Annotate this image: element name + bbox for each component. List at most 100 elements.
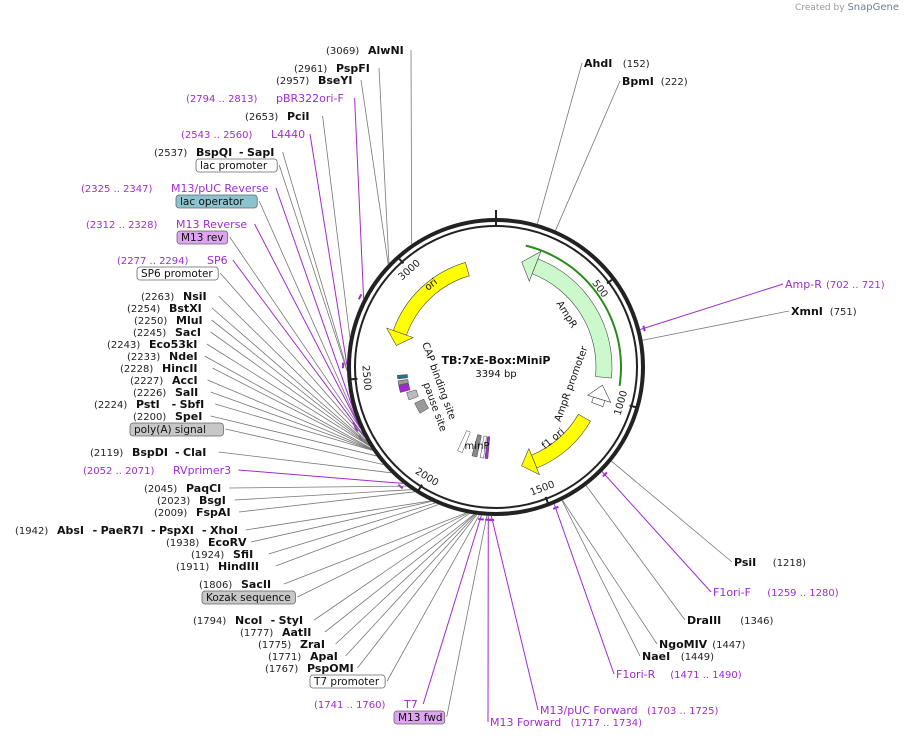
label-alwni[interactable]: (3069)AlwNI [326,44,404,57]
label-m13-forward[interactable]: M13 Forward(1717 .. 1734) [490,716,642,729]
small-feature-1 [397,379,409,386]
label-sp6-promoter[interactable]: SP6 promoter [136,266,219,281]
leader-line [219,272,365,438]
small-feature-3 [406,389,419,401]
leader-line [553,503,615,675]
label-bspqi[interactable]: (2537)BspQI-SapI [154,146,274,159]
label-pcii[interactable]: (2653)PciI [245,110,309,123]
label-ndei[interactable]: (2233)NdeI [127,350,198,363]
leader-line [218,295,368,442]
feature-box [393,710,446,725]
label-l4440[interactable]: (2543 .. 2560)L4440 [181,128,305,141]
label-pspfi[interactable]: (2961)PspFI [294,62,370,75]
label-m13-puc-forward[interactable]: M13/pUC Forward(1703 .. 1725) [540,704,719,717]
label-nsii[interactable]: (2263)NsiI [141,290,207,303]
leader-line [313,513,470,621]
label-t7[interactable]: (1741 .. 1760)T7 [314,698,418,711]
label-lac-promoter[interactable]: lac promoter [195,158,278,173]
site-pos: (152) [623,59,650,70]
label-pspomi[interactable]: (1767)PspOMI [265,662,354,675]
label-apai[interactable]: (1771)ApaI [268,650,338,663]
label-hindiii[interactable]: (1911)HindIII [176,560,259,573]
leader-line [354,97,365,299]
leader-line [234,489,412,501]
label-rvprimer3[interactable]: (2052 .. 2071)RVprimer3 [83,464,231,477]
site-pos: (1938) [166,538,199,549]
label-eco53ki[interactable]: (2243)Eco53kI [107,338,197,351]
label-fspai[interactable]: (2009)FspAI [154,506,231,519]
leader-line [357,514,478,669]
label-hincii[interactable]: (2228)HincII [120,362,198,375]
label-amp-r[interactable]: Amp-R(702 .. 721) [785,278,885,291]
primer-name: RVprimer3 [173,464,231,477]
site-name: SalI [175,386,198,399]
label-psti[interactable]: (2224)PstI-SbfI [94,398,204,411]
label-sacii[interactable]: (1806)SacII [199,578,271,591]
label-psii[interactable]: PsiI(1218) [734,556,806,569]
label-bstxi[interactable]: (2254)BstXI [127,302,202,315]
leader-line [258,200,361,428]
leader-line [232,259,365,437]
label-ngomiv[interactable]: NgoMIV(1447) [659,638,746,651]
label-bspdi[interactable]: (2119)BspDI-ClaI [90,446,206,459]
label-ecorv[interactable]: (1938)EcoRV [166,536,247,549]
label-aatii[interactable]: (1777)AatII [240,626,311,639]
site-name: HindIII [218,560,259,573]
site-name: NaeI [642,650,670,663]
site-name: PaqCI [186,482,221,495]
site-pos: (1942) [15,526,48,537]
label-naei[interactable]: NaeI(1449) [642,650,714,663]
label-ahdi[interactable]: AhdI(152) [584,57,650,70]
ori-arrow-head [386,327,414,346]
label-zrai[interactable]: (1775)ZraI [258,638,325,651]
site-name: BseYI [318,74,352,87]
label-paqci[interactable]: (2045)PaqCI [144,482,221,495]
leader-line [378,67,390,264]
ampr-promoter-arrow-body [591,396,606,407]
label-kozak-sequence[interactable]: Kozak sequence [201,590,296,605]
label-bsgi[interactable]: (2023)BsgI [157,494,226,507]
tick-500 [606,277,615,285]
label-f1ori-r[interactable]: F1ori-R(1471 .. 1490) [616,668,742,681]
primer-range: (2325 .. 2347) [81,184,153,195]
leader-line [282,151,348,370]
site-name: ZraI [300,638,325,651]
label-mlui[interactable]: (2250)MluI [134,314,203,327]
label-bseyi[interactable]: (2957)BseYI [276,74,352,87]
leader-line [275,187,359,424]
primer-mark [478,517,484,521]
site-name: FspAI [196,506,231,519]
label-t7-promoter[interactable]: T7 promoter [309,674,386,689]
feature-label-minp: minP [465,441,490,452]
label-ncoi[interactable]: (1794)NcoI-StyI [193,614,303,627]
label-m13-fwd[interactable]: M13 fwd [393,710,446,725]
tick-label-2500: 2500 [359,365,372,391]
label-sali[interactable]: (2226)SalI [133,386,198,399]
label-lac-operator[interactable]: lac operator [175,194,258,209]
label-m13-rev[interactable]: M13 rev [176,230,229,245]
label-sp6[interactable]: (2277 .. 2294)SP6 [117,254,228,267]
label-xmni[interactable]: XmnI(751) [791,305,857,318]
label-spei[interactable]: (2200)SpeI [133,410,202,423]
label-absi[interactable]: (1942)AbsI-PaeR7I-PspXI-XhoI [15,524,238,537]
label-saci[interactable]: (2245)SacI [133,326,201,339]
credit-prefix: Created by [795,3,845,13]
label-poly-a-signal[interactable]: poly(A) signal [129,422,224,437]
label-bpmi[interactable]: BpmI(222) [622,75,688,88]
label-draiii[interactable]: DraIII(1346) [687,614,774,627]
label-m13-puc-reverse[interactable]: (2325 .. 2347)M13/pUC Reverse [81,182,269,195]
site-name: HincII [162,362,198,375]
label-sfii[interactable]: (1924)SfiI [191,548,253,561]
label-acci[interactable]: (2227)AccI [130,374,198,387]
label-m13-reverse[interactable]: (2312 .. 2328)M13 Reverse [86,218,247,231]
leader-line [275,504,439,567]
leader-line [335,514,475,645]
label-pbr322ori-f[interactable]: (2794 .. 2813)pBR322ori-F [186,92,344,105]
primer-range: (1717 .. 1734) [571,718,643,729]
leader-line [555,80,621,231]
minp-block-0 [457,430,471,453]
tick-label-2000: 2000 [413,466,440,489]
label-f1ori-f[interactable]: F1ori-F(1259 .. 1280) [713,586,839,599]
primer-range: (1741 .. 1760) [314,700,386,711]
leader-line [210,415,377,457]
